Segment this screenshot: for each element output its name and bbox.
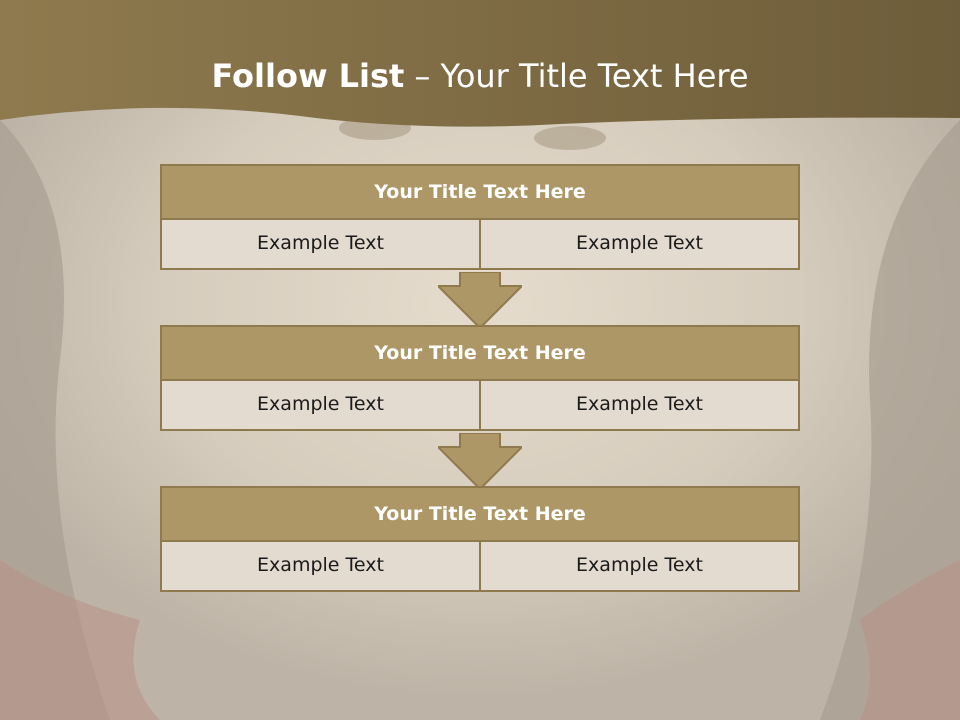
step-cell-right: Example Text — [479, 220, 798, 268]
step-title: Your Title Text Here — [160, 164, 800, 220]
down-arrow-icon — [438, 433, 522, 489]
step-cells: Example Text Example Text — [160, 542, 800, 592]
slide-title: Follow List– Your Title Text Here — [0, 54, 960, 98]
step-cell-right: Example Text — [479, 542, 798, 590]
step-cell-right: Example Text — [479, 381, 798, 429]
slide-title-bold: Follow List — [211, 57, 405, 95]
step-cell-left: Example Text — [257, 232, 384, 254]
header-band — [0, 0, 960, 127]
step-title: Your Title Text Here — [160, 325, 800, 381]
step-cells: Example Text Example Text — [160, 220, 800, 270]
step-cells: Example Text Example Text — [160, 381, 800, 431]
step-cell-left: Example Text — [257, 393, 384, 415]
step-block-2: Your Title Text Here Example Text Exampl… — [160, 325, 800, 431]
slide-title-rest: – Your Title Text Here — [414, 57, 749, 95]
step-block-1: Your Title Text Here Example Text Exampl… — [160, 164, 800, 270]
step-block-3: Your Title Text Here Example Text Exampl… — [160, 486, 800, 592]
step-title: Your Title Text Here — [160, 486, 800, 542]
step-cell-left: Example Text — [257, 554, 384, 576]
down-arrow-icon — [438, 272, 522, 328]
